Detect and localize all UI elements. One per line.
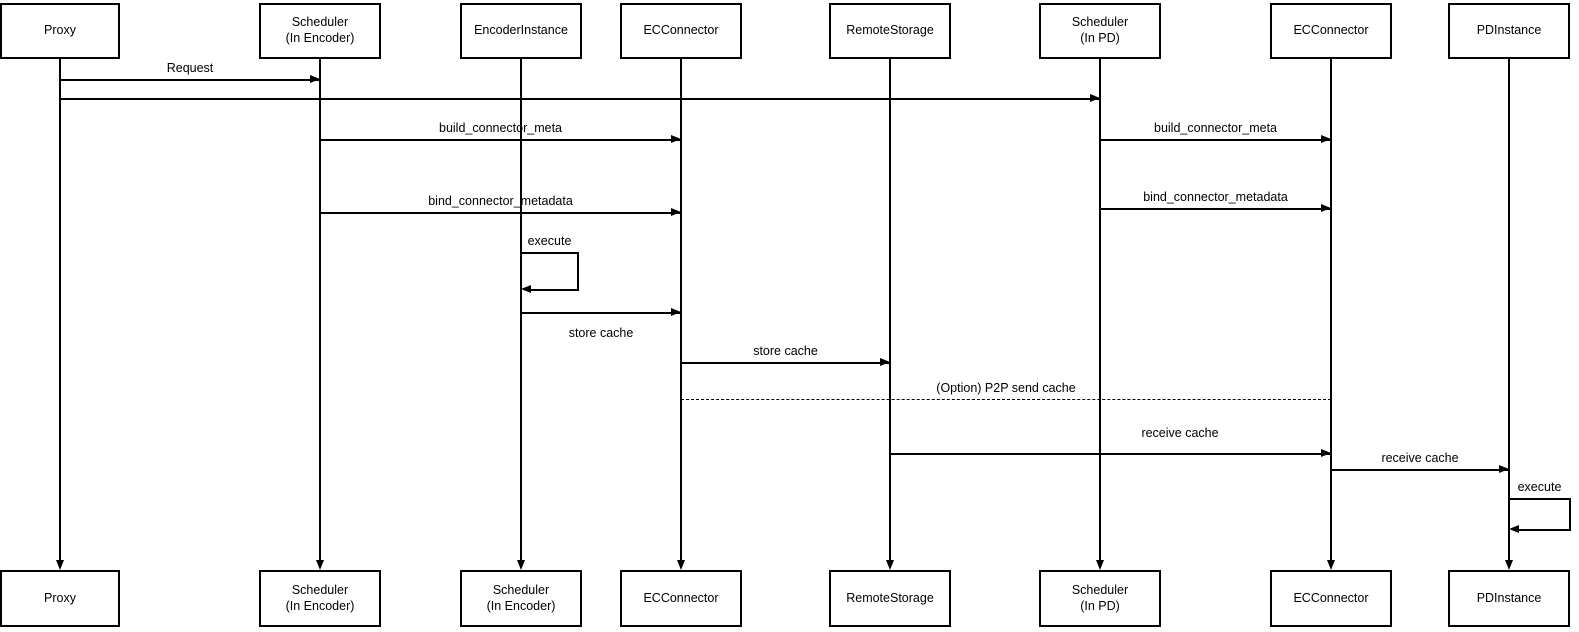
participant-bottom-proxy: Proxy <box>0 570 120 627</box>
lifeline-scheduler-encoder <box>319 59 321 561</box>
message-line <box>1100 139 1331 141</box>
participant-top-scheduler-encoder: Scheduler (In Encoder) <box>259 3 381 59</box>
message-label: build_connector_meta <box>1154 121 1277 135</box>
participant-bottom-scheduler-pd: Scheduler (In PD) <box>1039 570 1161 627</box>
lifeline-encoder-instance <box>520 59 522 561</box>
lifeline-ecconnector-encoder <box>680 59 682 561</box>
message-arrowhead-icon <box>880 358 890 367</box>
lifeline-remote-storage <box>889 59 891 561</box>
participant-top-pd-instance: PDInstance <box>1448 3 1570 59</box>
participant-top-encoder-instance: EncoderInstance <box>460 3 582 59</box>
message-line <box>1331 469 1509 471</box>
message-arrowhead-icon <box>1321 135 1331 144</box>
message-line <box>681 362 890 364</box>
participant-top-ecconnector-pd: ECConnector <box>1270 3 1392 59</box>
participant-bottom-remote-storage: RemoteStorage <box>829 570 951 627</box>
message-arrowhead-icon <box>671 208 681 217</box>
self-message-bottom <box>1519 529 1570 531</box>
self-message-bottom <box>531 289 578 291</box>
message-label: build_connector_meta <box>439 121 562 135</box>
message-label: bind_connector_metadata <box>428 194 573 208</box>
lifeline-arrowhead-icon <box>676 560 685 570</box>
message-label: store cache <box>568 326 634 340</box>
message-label: bind_connector_metadata <box>1143 190 1288 204</box>
self-message-arrowhead-icon <box>1509 525 1519 534</box>
lifeline-arrowhead-icon <box>516 560 525 570</box>
lifeline-arrowhead-icon <box>1095 560 1104 570</box>
participant-bottom-ecconnector-pd: ECConnector <box>1270 570 1392 627</box>
message-arrowhead-icon <box>1499 465 1509 474</box>
lifeline-arrowhead-icon <box>885 560 894 570</box>
lifeline-scheduler-pd <box>1099 59 1101 561</box>
message-arrowhead-icon <box>310 75 320 84</box>
message-label: (Option) P2P send cache <box>936 381 1076 395</box>
message-arrowhead-icon <box>1090 94 1100 103</box>
message-line <box>60 98 1100 100</box>
participant-bottom-scheduler-encoder: Scheduler (In Encoder) <box>259 570 381 627</box>
lifeline-arrowhead-icon <box>55 560 64 570</box>
lifeline-proxy <box>59 59 61 561</box>
message-label: execute <box>527 234 572 248</box>
self-message-arrowhead-icon <box>521 285 531 294</box>
lifeline-pd-instance <box>1508 59 1510 561</box>
message-line <box>320 139 681 141</box>
participant-top-scheduler-pd: Scheduler (In PD) <box>1039 3 1161 59</box>
message-label: execute <box>1517 480 1562 494</box>
participant-bottom-encoder-instance: Scheduler (In Encoder) <box>460 570 582 627</box>
message-label: receive cache <box>1381 451 1459 465</box>
lifeline-arrowhead-icon <box>1504 560 1513 570</box>
message-label: store cache <box>753 344 818 358</box>
participant-bottom-ecconnector-encoder: ECConnector <box>620 570 742 627</box>
self-message-side <box>577 252 579 291</box>
message-line <box>681 399 1331 401</box>
lifeline-arrowhead-icon <box>1326 560 1335 570</box>
message-arrowhead-icon <box>1321 204 1331 213</box>
lifeline-arrowhead-icon <box>315 560 324 570</box>
message-line <box>320 212 681 214</box>
message-line <box>1100 208 1331 210</box>
message-label: receive cache <box>1141 426 1219 440</box>
message-line <box>521 312 681 314</box>
message-arrowhead-icon <box>671 135 681 144</box>
self-message-top <box>1509 498 1570 500</box>
message-line <box>60 79 320 81</box>
message-arrowhead-icon <box>1321 449 1331 458</box>
participant-top-proxy: Proxy <box>0 3 120 59</box>
participant-top-ecconnector-encoder: ECConnector <box>620 3 742 59</box>
self-message-top <box>521 252 578 254</box>
participant-bottom-pd-instance: PDInstance <box>1448 570 1570 627</box>
message-label: Request <box>166 61 214 75</box>
participant-top-remote-storage: RemoteStorage <box>829 3 951 59</box>
lifeline-ecconnector-pd <box>1330 59 1332 561</box>
self-message-side <box>1569 498 1571 531</box>
message-line <box>890 453 1331 455</box>
message-arrowhead-icon <box>671 308 681 317</box>
